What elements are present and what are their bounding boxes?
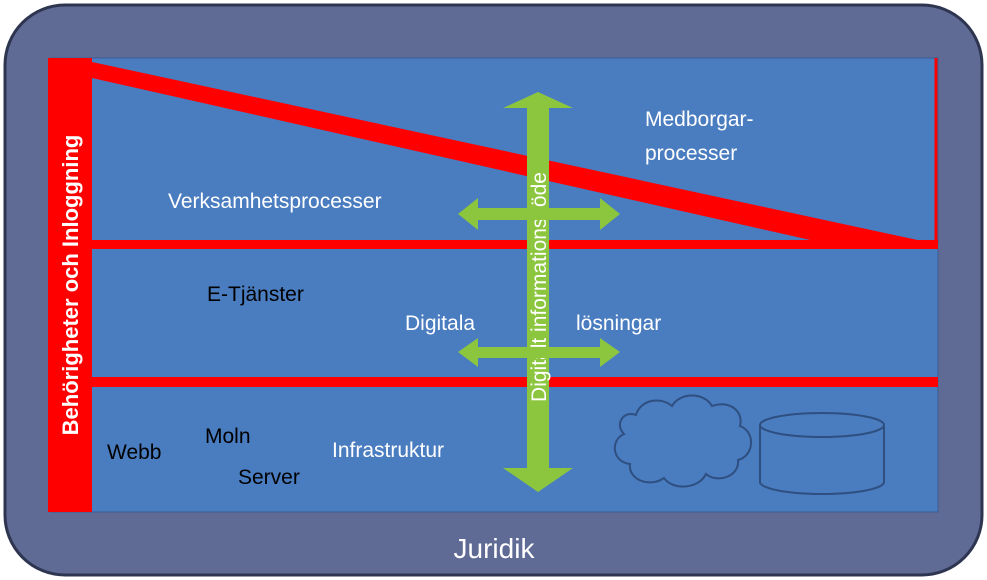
label-infrastruktur: Infrastruktur xyxy=(332,439,444,462)
label-digitala: Digitala xyxy=(405,312,475,335)
cloud-icon xyxy=(614,394,752,488)
vertical-arrow xyxy=(503,92,573,492)
label-verksamhetsprocesser: Verksamhetsprocesser xyxy=(168,190,382,213)
label-etjanster: E-Tjänster xyxy=(207,283,304,306)
side-label: Behörigheter och Inloggning xyxy=(58,135,83,436)
label-medborgar: Medborgar- xyxy=(645,108,754,131)
label-losningar: lösningar xyxy=(576,312,661,335)
horizontal-arrow-middle xyxy=(458,338,620,367)
side-bar xyxy=(48,58,92,512)
separator-top-middle xyxy=(90,240,938,249)
label-moln: Moln xyxy=(205,425,251,448)
outer-label: Juridik xyxy=(454,533,536,564)
center-arrow-label: Digitalt informationsflöde xyxy=(528,172,551,402)
diagonal-divider xyxy=(92,62,936,244)
separator-middle-bottom xyxy=(90,377,938,387)
horizontal-arrow-top xyxy=(458,198,620,230)
label-server: Server xyxy=(238,466,300,489)
database-icon xyxy=(759,412,885,495)
label-processer: processer xyxy=(645,142,737,165)
label-webb: Webb xyxy=(107,441,161,464)
layer-middle xyxy=(49,247,939,383)
